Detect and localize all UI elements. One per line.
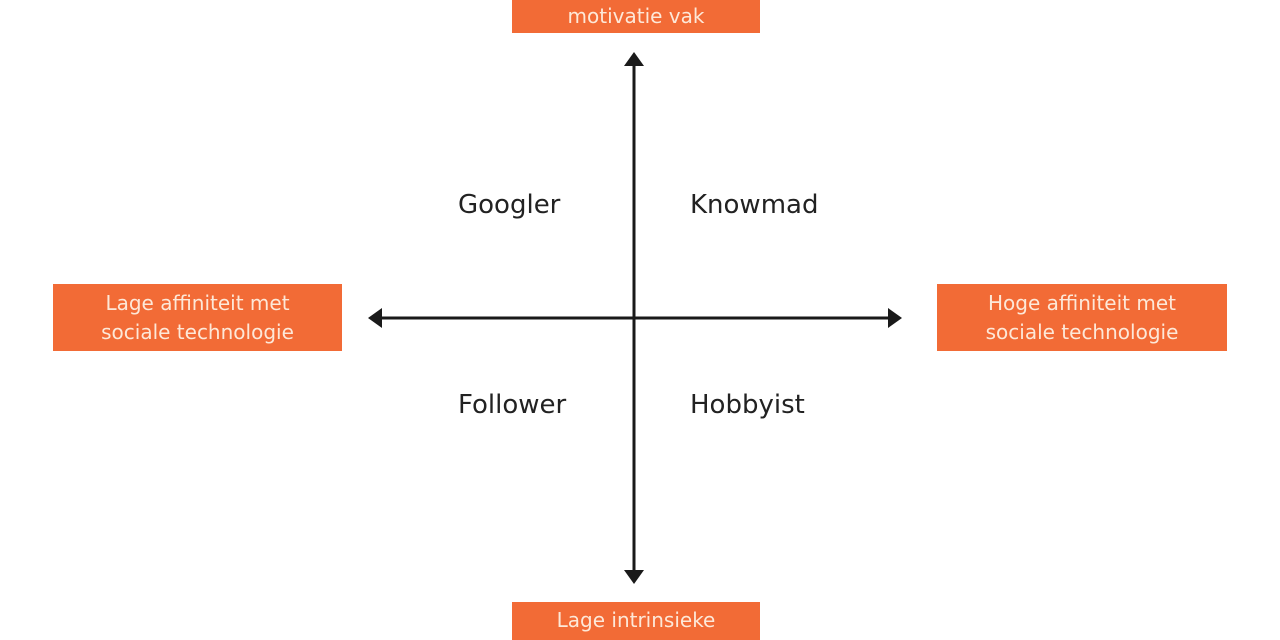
quadrant-top-right: Knowmad xyxy=(690,190,819,220)
arrow-right-icon xyxy=(888,308,902,328)
bottom-axis-label: Lage intrinsieke xyxy=(512,602,760,640)
left-label-line: Lage affiniteit met xyxy=(105,290,290,315)
top-axis-label: motivatie vak xyxy=(512,0,760,33)
quadrant-bottom-left: Follower xyxy=(458,390,567,420)
top-label-line: motivatie vak xyxy=(567,4,705,28)
quadrant-bottom-right: Hobbyist xyxy=(690,390,805,420)
right-axis-label: Hoge affiniteit met sociale technologie xyxy=(937,284,1227,351)
right-label-line: Hoge affiniteit met xyxy=(988,290,1176,315)
arrow-down-icon xyxy=(624,570,644,584)
left-axis-label: Lage affiniteit met sociale technologie xyxy=(53,284,342,351)
bottom-label-line: Lage intrinsieke xyxy=(556,608,716,632)
arrow-up-icon xyxy=(624,52,644,66)
arrow-left-icon xyxy=(368,308,382,328)
left-label-line: sociale technologie xyxy=(101,319,294,344)
quadrant-top-left: Googler xyxy=(458,190,561,220)
right-label-line: sociale technologie xyxy=(985,319,1179,344)
